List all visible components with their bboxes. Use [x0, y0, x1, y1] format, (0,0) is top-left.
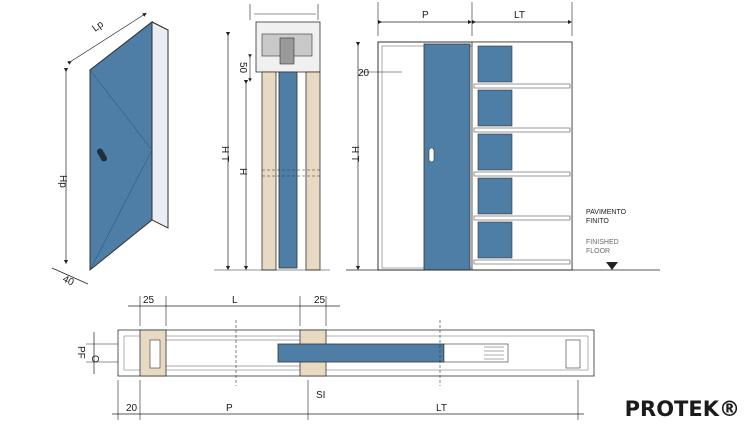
door-plan — [277, 343, 445, 363]
floor-marker-icon — [606, 262, 618, 270]
thickness-label: 40 — [61, 274, 76, 289]
gap-50-label: 50 — [237, 62, 248, 74]
handle-icon — [97, 148, 107, 162]
track-carriage — [279, 37, 295, 65]
plan-p-label: P — [226, 403, 233, 414]
floor-label-en-2: FLOOR — [586, 248, 610, 255]
jamb-left — [139, 329, 167, 377]
front-20-label: 20 — [358, 68, 370, 79]
hp-label: Hp — [57, 175, 68, 188]
door-handle-icon — [428, 147, 435, 163]
side-section-view: 50 H T H — [214, 4, 330, 271]
plan-si-label: SI — [316, 390, 325, 401]
plan-25b-label: 25 — [314, 295, 326, 306]
isometric-door-view: Lp Hp 40 — [51, 12, 169, 289]
lp-label: Lp — [90, 19, 106, 35]
front-ht-label: H T — [349, 146, 360, 162]
plan-view: 25 L 25 PF O SI 20 P LT — [75, 295, 595, 420]
floor-label-it-2: FINITO — [586, 218, 609, 225]
floor-label-it-1: PAVIMENTO — [586, 209, 627, 216]
floor-label-en-1: FINISHED — [586, 239, 619, 246]
section-h-label: H — [237, 168, 248, 175]
front-lt-label: LT — [514, 10, 525, 21]
plan-o-label: O — [89, 355, 100, 363]
door-panel — [89, 20, 153, 272]
section-ht-label: H T — [219, 146, 230, 162]
front-p-label: P — [422, 10, 429, 21]
plan-20-label: 20 — [126, 403, 138, 414]
plan-pf-label: PF — [75, 346, 86, 359]
plan-l-label: L — [232, 295, 238, 306]
plan-25a-label: 25 — [143, 295, 155, 306]
front-elevation-view: P LT 20 H T PAVIMENTO FINITO FINISHED FL… — [346, 2, 660, 271]
brand-logo: PROTEK® — [624, 397, 740, 421]
plan-lt-label: LT — [436, 403, 447, 414]
